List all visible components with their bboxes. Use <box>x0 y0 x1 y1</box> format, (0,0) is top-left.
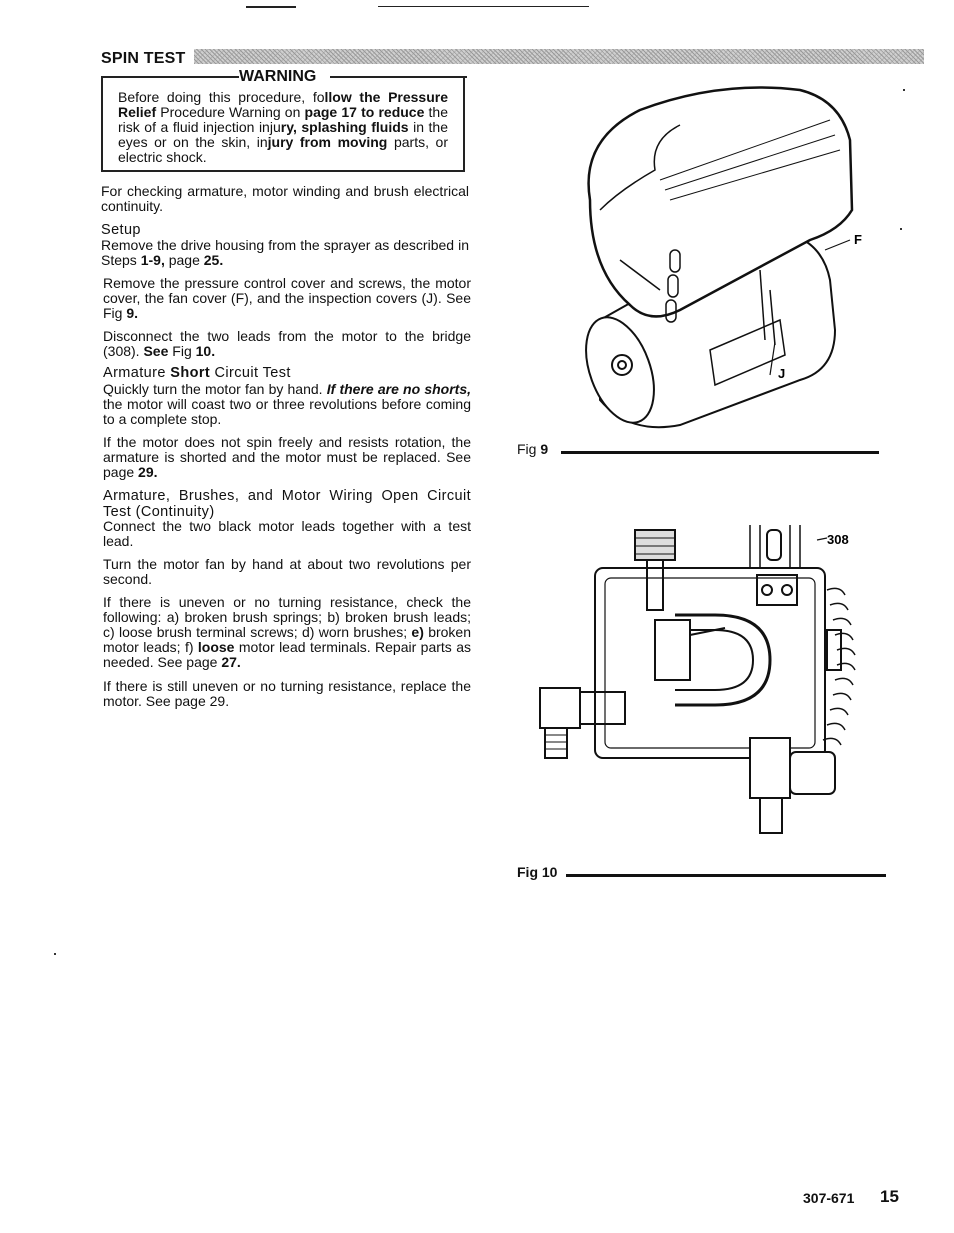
setup-paragraph: Disconnect the two leads from the motor … <box>103 328 471 359</box>
warning-box <box>101 76 465 172</box>
warning-text: Before doing this procedure, follow the … <box>118 89 449 165</box>
open-test-paragraph: Turn the motor fan by hand at about two … <box>103 556 471 587</box>
short-test-heading: Armature Short Circuit Test <box>103 365 291 381</box>
fig10-pressure-control-illustration: 308 <box>539 525 856 834</box>
warning-title: WARNING <box>239 68 317 85</box>
callout-j: J <box>778 366 785 381</box>
scan-speck <box>903 89 905 91</box>
section-title-bar <box>194 49 924 64</box>
fig9-motor-illustration: F J <box>585 86 862 429</box>
top-rule <box>246 6 296 8</box>
warning-box-top-rule <box>330 76 467 78</box>
short-test-paragraph: If the motor does not spin freely and re… <box>103 434 471 480</box>
open-test-heading: Armature, Brushes, and Motor Wiring Open… <box>103 488 471 520</box>
setup-heading: Setup <box>101 222 141 238</box>
callout-308: 308 <box>827 532 849 547</box>
fig9-rule <box>561 451 879 454</box>
scan-speck <box>900 228 902 230</box>
page-number: 15 <box>880 1187 899 1206</box>
setup-paragraph: Remove the pressure control cover and sc… <box>103 275 471 321</box>
open-test-paragraph: If there is uneven or no turning resista… <box>103 594 471 670</box>
document-code: 307-671 <box>803 1190 855 1206</box>
setup-paragraph: Remove the drive housing from the spraye… <box>101 237 469 268</box>
fig10-rule <box>566 874 886 877</box>
open-test-paragraph: If there is still uneven or no turning r… <box>103 678 471 709</box>
callout-f: F <box>854 232 862 247</box>
short-test-paragraph: Quickly turn the motor fan by hand. If t… <box>103 381 471 427</box>
warning-box-top-rule <box>101 76 239 78</box>
fig10-caption: Fig 10 <box>517 864 558 880</box>
intro-paragraph: For checking armature, motor winding and… <box>101 183 469 214</box>
open-test-paragraph: Connect the two black motor leads togeth… <box>103 518 471 549</box>
section-title: SPIN TEST <box>101 50 186 67</box>
top-rule <box>378 6 589 7</box>
fig9-caption: Fig 9 <box>517 441 549 457</box>
scan-speck <box>54 953 56 955</box>
